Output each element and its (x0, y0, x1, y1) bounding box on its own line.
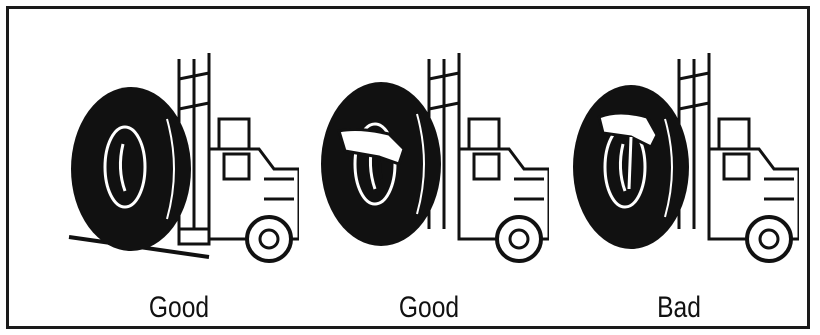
diagram-frame: Good (6, 6, 810, 329)
forklift-icon (559, 39, 799, 289)
panel-bad: Bad (559, 39, 799, 329)
tire-icon (71, 87, 191, 251)
forklift-icon (309, 39, 549, 289)
panel-good-2: Good (309, 39, 549, 329)
forklift-icon (59, 39, 299, 289)
panel-label: Good (81, 291, 278, 325)
panel-label: Good (331, 291, 528, 325)
panel-label: Bad (581, 291, 778, 325)
panel-good-1: Good (59, 39, 299, 329)
